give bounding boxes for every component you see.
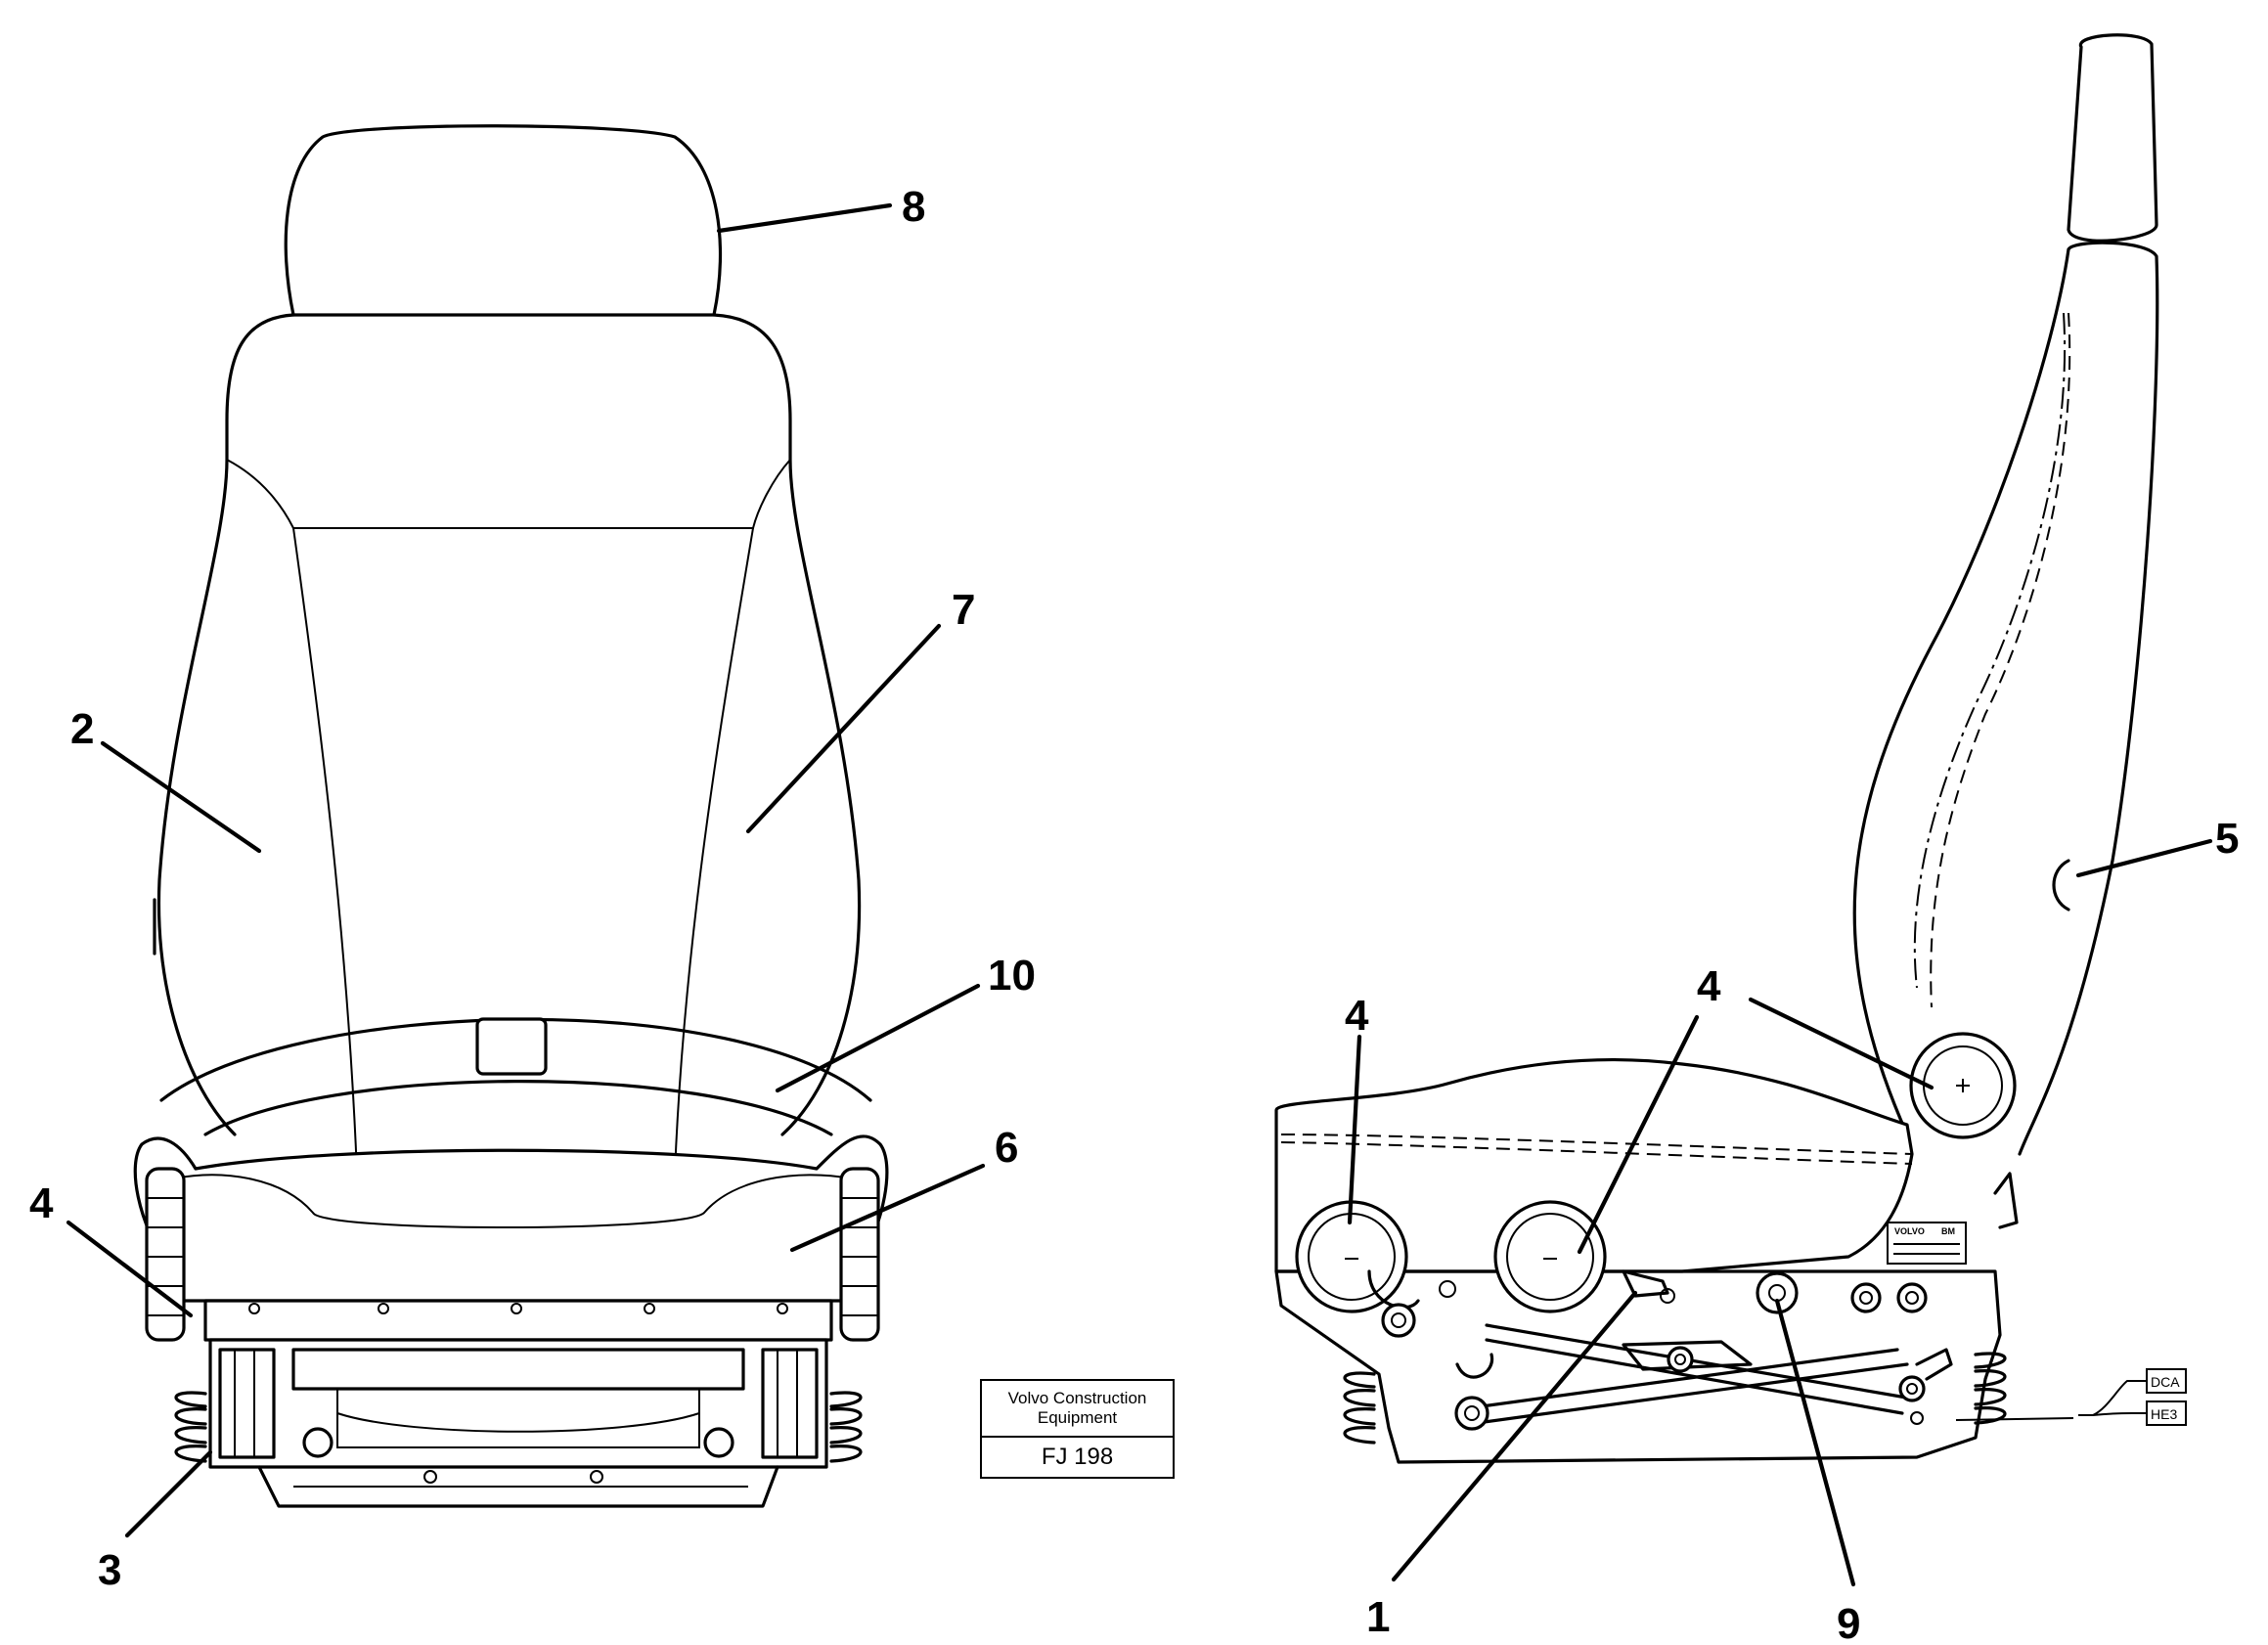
plate-brand: VOLVO: [1894, 1226, 1925, 1236]
callout-5: 5: [2215, 815, 2239, 863]
side-rail-plate: [1274, 1269, 2002, 1464]
front-rail: [203, 1299, 833, 1342]
callout-2: 2: [70, 705, 94, 753]
connector-upper-label: DCA: [2151, 1374, 2180, 1390]
connector-lower-label: HE3: [2151, 1406, 2177, 1422]
seat-cushion-front: [133, 1134, 889, 1303]
height-knob-mid: [1493, 1200, 1607, 1313]
backrest-center-panel: [226, 459, 791, 529]
headrest-side: [2067, 33, 2158, 243]
headrest-front: [284, 124, 723, 317]
rail-holes: [248, 1303, 788, 1314]
callout-10: 10: [988, 952, 1036, 1000]
suspension-mechanism-front: [208, 1338, 828, 1508]
adjustment-knob-right: [839, 1167, 880, 1342]
callout-4-side-mid: 4: [1697, 962, 1721, 1010]
callout-6: 6: [995, 1124, 1018, 1172]
scissor-mechanism: [1367, 1269, 1953, 1431]
strap-buckle: [475, 1017, 548, 1076]
front-view-callouts: 8 7 2 10 6 4 3: [29, 183, 1036, 1594]
bellows-spring-side-left: [1343, 1371, 1376, 1445]
bellows-spring-right: [829, 1391, 863, 1463]
caption-line1: Volvo Construction: [1007, 1389, 1147, 1407]
release-lever: [1622, 1269, 1669, 1298]
seat-cushion-side: [1274, 1057, 1914, 1273]
wiring-harness: DCA HE3: [1955, 1368, 2187, 1426]
caption-code: FJ 198: [1041, 1444, 1114, 1470]
callout-8: 8: [902, 183, 925, 231]
bellows-spring-left: [174, 1391, 207, 1463]
caption-line2: Equipment: [1037, 1408, 1118, 1427]
seat-front-view: [133, 124, 889, 1508]
callout-3: 3: [98, 1546, 121, 1594]
backrest-front: [156, 313, 862, 1136]
callout-4-side-left: 4: [1345, 992, 1369, 1040]
seat-side-view: VOLVO BM DCA: [1274, 33, 2187, 1464]
plate-mark: BM: [1941, 1226, 1955, 1236]
backrest-side: [1852, 241, 2159, 1156]
callout-9: 9: [1837, 1600, 1860, 1645]
side-view-callouts: 5 4 4 1 9: [1345, 815, 2239, 1645]
callout-1: 1: [1366, 1593, 1390, 1641]
callout-7: 7: [952, 586, 975, 634]
bellows-spring-side-right: [1974, 1352, 2007, 1425]
adjustment-knob-left: [145, 1167, 186, 1342]
callout-4-front: 4: [29, 1179, 54, 1227]
caption-box: Volvo Construction Equipment FJ 198: [980, 1379, 1175, 1479]
caption-company: Volvo Construction Equipment: [982, 1381, 1173, 1438]
